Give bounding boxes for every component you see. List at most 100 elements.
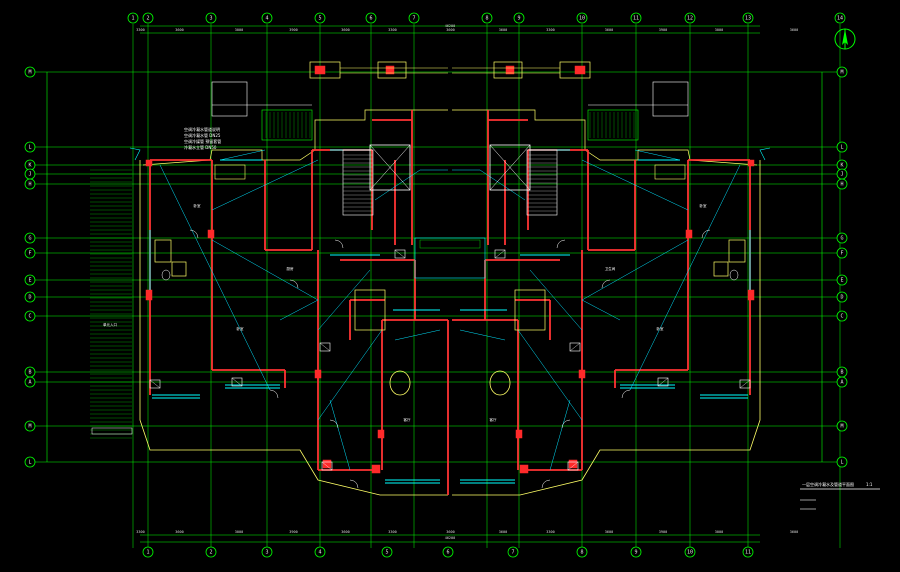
axis-bubble-top-6-circle xyxy=(408,12,420,24)
fixture-toilet xyxy=(713,261,729,277)
pipe-5 xyxy=(374,169,421,201)
overall-dimension-bottom: 46200 xyxy=(445,536,456,540)
stair xyxy=(342,149,374,216)
wall-column-2 xyxy=(207,229,215,239)
stair xyxy=(526,149,558,216)
central-corridor xyxy=(414,237,486,279)
wall-column-0 xyxy=(747,289,755,301)
fixture-toilet xyxy=(171,261,187,277)
axis-bubble-right-9: C xyxy=(836,310,848,322)
room-label-0: 卧室 xyxy=(194,203,201,208)
dimension-text-top-12: 3600 xyxy=(790,28,798,32)
wall-column-0 xyxy=(145,289,153,301)
door-swing-3 xyxy=(561,419,571,429)
axis-bubble-left-2-label: K xyxy=(28,162,31,168)
axis-bubble-right-3: J xyxy=(836,168,848,180)
plan-half-left xyxy=(90,61,448,496)
wall-column-1 xyxy=(145,159,153,167)
ac-unit-1 xyxy=(657,377,669,387)
axis-bubble-left-9-label: C xyxy=(28,313,31,319)
door-swing-1 xyxy=(601,279,611,289)
canopy xyxy=(211,81,248,117)
pipe-3 xyxy=(529,269,583,331)
outer-outline-top xyxy=(452,109,758,166)
axis-bubble-left-12-circle xyxy=(24,420,36,432)
fixture-counter xyxy=(654,164,686,180)
door-swing-4 xyxy=(541,479,551,489)
door-swing-1 xyxy=(289,279,299,289)
axis-bubble-right-9-circle xyxy=(836,310,848,322)
wall-column-5 xyxy=(568,459,578,469)
axis-bubble-top-0-label: 1 xyxy=(131,15,134,21)
axis-bubble-right-13-label: L xyxy=(840,459,843,465)
fixture-basin xyxy=(729,269,739,281)
axis-bubble-bottom-6-label: 7 xyxy=(511,549,514,555)
balcony-outline xyxy=(587,109,639,141)
dimension-text-bottom-1: 3600 xyxy=(175,530,183,534)
axis-bubble-right-12: M xyxy=(836,420,848,432)
fixture-counter xyxy=(214,164,246,180)
door-swing-4 xyxy=(349,479,359,489)
axis-bubble-bottom-8-circle xyxy=(630,546,642,558)
room-label-7: 卧室 xyxy=(657,326,665,331)
wall-column-1 xyxy=(747,159,755,167)
axis-bubble-right-5-circle xyxy=(836,232,848,244)
ac-unit-1 xyxy=(231,377,243,387)
fixture-tub xyxy=(154,239,172,263)
axis-bubble-bottom-8-label: 9 xyxy=(634,549,637,555)
axis-bubble-top-9-label: 10 xyxy=(579,15,585,21)
balcony xyxy=(587,109,639,141)
axis-bubble-top-11-circle xyxy=(684,12,696,24)
axis-bubble-top-1-circle xyxy=(142,12,154,24)
outer-outline xyxy=(139,160,448,496)
ac-unit-4 xyxy=(494,249,506,259)
pipe-4 xyxy=(317,329,383,421)
ac-unit-cross xyxy=(149,379,161,389)
axis-bubble-top-8-circle xyxy=(513,12,525,24)
axis-bubble-right-6-label: F xyxy=(840,250,843,256)
dimension-text-bottom-4: 3600 xyxy=(341,530,349,534)
axis-bubble-top-8-label: 9 xyxy=(517,15,520,21)
axis-bubble-right-7: E xyxy=(836,274,848,286)
pipe-3 xyxy=(317,269,371,331)
axis-bubble-top-2-circle xyxy=(205,12,217,24)
axis-bubble-right-0-label: M xyxy=(840,69,843,75)
room-label-3: 客厅 xyxy=(490,417,498,422)
axis-bubble-right-7-label: E xyxy=(840,277,843,283)
axis-bubble-left-1: L xyxy=(24,141,36,153)
dimension-text-top-0: 3300 xyxy=(136,28,144,32)
door-swing-0 xyxy=(189,229,199,239)
axis-bubble-right-5: G xyxy=(836,232,848,244)
north-icon xyxy=(834,28,856,50)
drawing-scale: 1:1 xyxy=(866,482,873,487)
ac-unit-0 xyxy=(149,379,161,389)
axis-bubble-bottom-5: 6 xyxy=(442,546,454,558)
axis-bubble-bottom-0-circle xyxy=(142,546,154,558)
wall-column-6 xyxy=(371,464,381,474)
axis-bubble-right-6: F xyxy=(836,247,848,259)
axis-bubble-right-1: L xyxy=(836,141,848,153)
outer-outline xyxy=(452,160,761,496)
ac-unit-cross xyxy=(739,379,751,389)
dimension-text-top-3: 3900 xyxy=(289,28,297,32)
axis-bubble-bottom-4-label: 5 xyxy=(385,549,388,555)
wall-column-3 xyxy=(578,369,586,379)
fixture-bath-cell xyxy=(354,289,386,331)
fixture-tub xyxy=(728,239,746,263)
axis-bubble-right-13: L xyxy=(836,456,848,468)
ac-unit-cross xyxy=(567,461,579,471)
pipe-10 xyxy=(459,329,506,341)
axis-bubble-top-3-circle xyxy=(261,12,273,24)
pipe-10 xyxy=(394,329,441,341)
axis-bubble-bottom-5-circle xyxy=(442,546,454,558)
pipe-0 xyxy=(159,164,271,391)
axis-bubble-right-1-circle xyxy=(836,141,848,153)
dimension-text-top-2: 3000 xyxy=(235,28,243,32)
axis-bubble-right-4-label: H xyxy=(840,181,843,187)
left-side-label: 单元入口 xyxy=(103,322,117,327)
pipe-1 xyxy=(581,239,689,301)
central-landing xyxy=(419,239,481,249)
axis-bubble-left-4-circle xyxy=(24,178,36,190)
ac-unit-cross xyxy=(657,377,669,387)
